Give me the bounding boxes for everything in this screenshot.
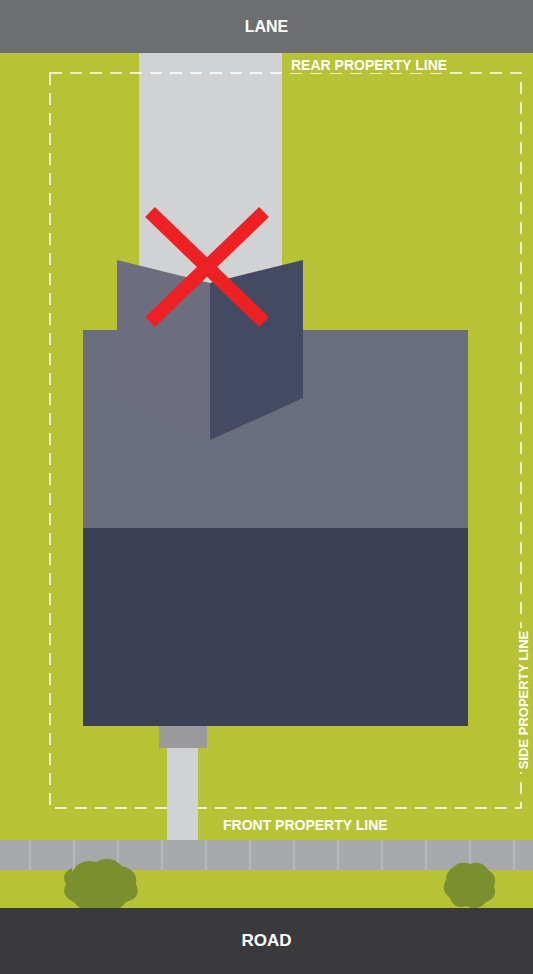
band-label: LANE [245,18,289,36]
cross-mark [150,212,264,322]
band-label: ROAD [241,931,291,951]
bush [64,859,138,911]
setback-line [50,73,521,808]
front-line-label: FRONT PROPERTY LINE [220,817,391,833]
house-front [83,528,468,726]
cross-mark [150,212,264,322]
walkway [167,748,198,840]
side-line-label: SIDE PROPERTY LINE [516,628,532,772]
lane-band: LANE [0,0,533,53]
step [159,726,207,748]
lawn [0,53,533,840]
bush [444,863,495,909]
road-band: ROAD [0,908,533,974]
rear-line-label: REAR PROPERTY LINE [288,57,450,73]
